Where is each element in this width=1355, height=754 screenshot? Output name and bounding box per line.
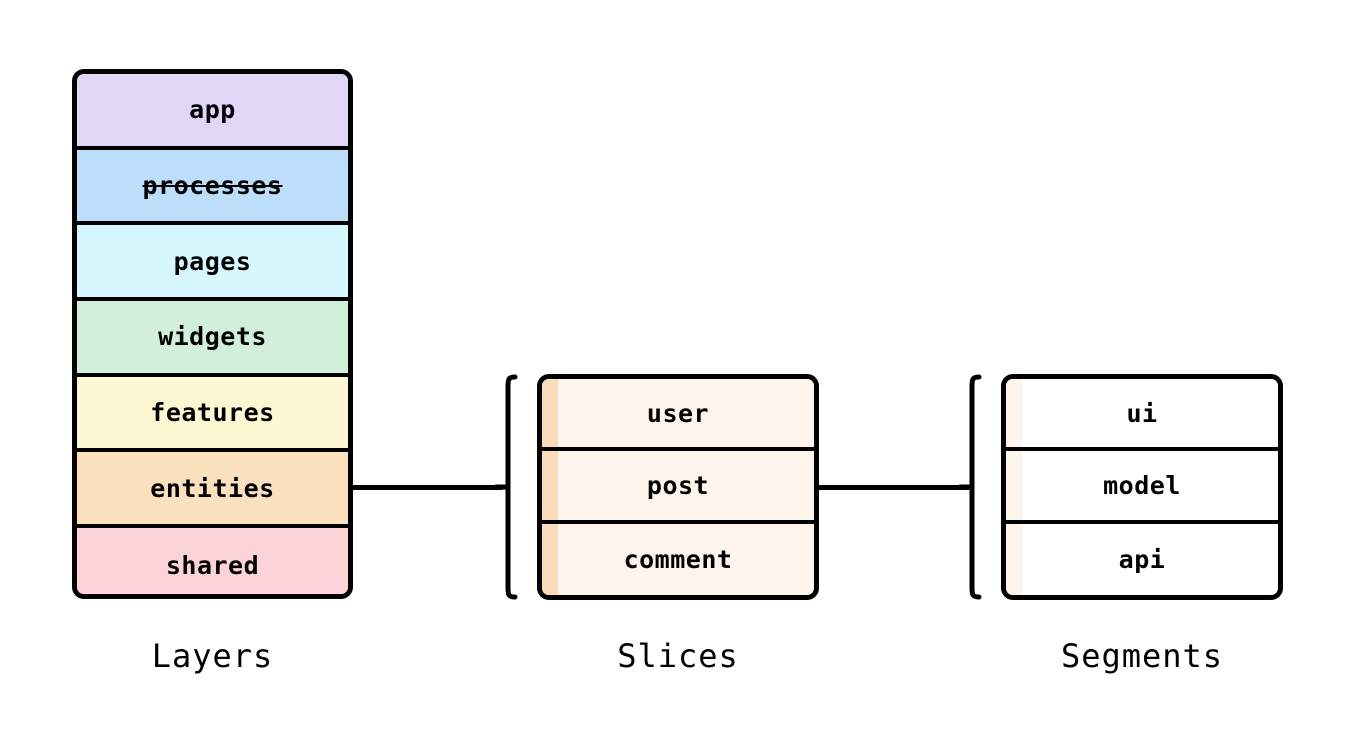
slice-label-user: user: [646, 398, 710, 428]
layer-row-entities[interactable]: entities: [77, 452, 348, 529]
slices-stack: user post comment: [537, 374, 819, 600]
segments-stack: ui model api: [1001, 374, 1283, 600]
segment-label-api: api: [1118, 545, 1166, 575]
layer-label-entities: entities: [150, 473, 275, 503]
slice-label-comment: comment: [623, 545, 733, 575]
layer-row-app[interactable]: app: [77, 74, 348, 150]
layer-row-features[interactable]: features: [77, 376, 348, 453]
layer-label-shared: shared: [165, 551, 260, 581]
layer-label-pages: pages: [173, 246, 252, 276]
slice-label-post: post: [646, 470, 710, 500]
connector-post-to-segments: [817, 485, 969, 490]
layer-label-features: features: [150, 398, 275, 428]
segment-label-model: model: [1103, 470, 1181, 500]
slice-row-post[interactable]: post: [542, 451, 814, 524]
segment-row-model[interactable]: model: [1006, 451, 1278, 524]
slice-accent-stripe: [542, 523, 558, 595]
segment-accent-stripe: [1006, 523, 1022, 595]
layers-stack: app processes pages widgets features ent…: [72, 69, 353, 599]
layer-row-processes[interactable]: processes: [77, 149, 348, 226]
layer-label-app: app: [189, 95, 236, 125]
layer-label-widgets: widgets: [158, 322, 267, 352]
connector-entities-to-slices: [351, 485, 503, 490]
segments-bracket-icon: [959, 372, 985, 600]
caption-slices: Slices: [617, 637, 739, 675]
segment-accent-stripe: [1006, 379, 1022, 448]
layer-row-shared[interactable]: shared: [77, 528, 348, 594]
layer-label-processes: processes: [142, 171, 283, 201]
slice-row-comment[interactable]: comment: [542, 523, 814, 595]
slice-accent-stripe: [542, 379, 558, 448]
slices-bracket-icon: [495, 372, 521, 600]
layer-row-widgets[interactable]: widgets: [77, 301, 348, 377]
slice-accent-stripe: [542, 451, 558, 520]
segment-accent-stripe: [1006, 451, 1022, 520]
segment-label-ui: ui: [1126, 398, 1158, 428]
caption-segments: Segments: [1060, 637, 1224, 675]
segment-row-ui[interactable]: ui: [1006, 379, 1278, 452]
slice-row-user[interactable]: user: [542, 379, 814, 452]
caption-layers: Layers: [151, 637, 274, 675]
segment-row-api[interactable]: api: [1006, 523, 1278, 595]
layer-row-pages[interactable]: pages: [77, 225, 348, 302]
